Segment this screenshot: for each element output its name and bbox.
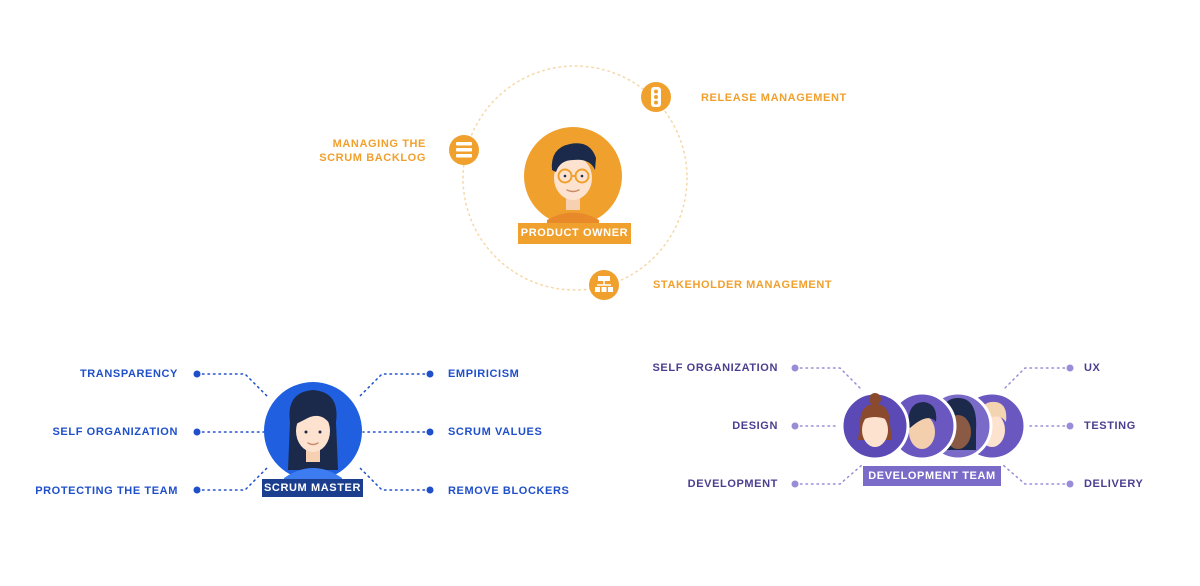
dt-item-left-3: DEVELOPMENT xyxy=(687,478,778,490)
development-team-connectors xyxy=(794,367,1071,485)
sm-item-left-3: PROTECTING THE TEAM xyxy=(35,485,178,497)
product-owner-badge: PRODUCT OWNER xyxy=(520,227,629,239)
dt-item-left-2: DESIGN xyxy=(732,420,778,432)
scrum-master-badge: SCRUM MASTER xyxy=(263,482,362,494)
development-team-badge: DEVELOPMENT TEAM xyxy=(868,470,996,482)
development-team-avatars xyxy=(840,391,1027,461)
sm-item-left-1: TRANSPARENCY xyxy=(79,368,178,380)
po-item-release: RELEASE MANAGEMENT xyxy=(701,92,847,104)
dt-item-right-1: UX xyxy=(1084,362,1101,374)
dt-item-right-2: TESTING xyxy=(1084,420,1136,432)
backlog-list-icon xyxy=(449,135,479,165)
sm-item-right-1: EMPIRICISM xyxy=(448,368,520,380)
scrum-master-connectors xyxy=(196,373,431,491)
product-owner-orbit xyxy=(462,65,688,291)
scrum-master-dots xyxy=(193,370,434,494)
development-team-badge-bg xyxy=(863,466,1001,486)
po-item-stakeholder: STAKEHOLDER MANAGEMENT xyxy=(653,279,833,291)
product-owner-badge-bg xyxy=(518,223,631,244)
development-team-dots xyxy=(791,364,1074,488)
dt-item-left-1: SELF ORGANIZATION xyxy=(652,362,778,374)
dt-item-right-3: DELIVERY xyxy=(1084,478,1144,490)
po-item-backlog-line1: MANAGING THE xyxy=(332,138,426,150)
traffic-light-icon xyxy=(641,82,671,112)
org-chart-icon xyxy=(589,270,619,300)
po-item-backlog-line2: SCRUM BACKLOG xyxy=(319,152,426,164)
sm-item-right-2: SCRUM VALUES xyxy=(448,426,543,438)
scrum-master-badge-bg xyxy=(262,479,363,497)
scrum-master-avatar xyxy=(264,382,362,480)
product-owner-avatar xyxy=(524,127,622,225)
sm-item-right-3: REMOVE BLOCKERS xyxy=(448,485,570,497)
sm-item-left-2: SELF ORGANIZATION xyxy=(52,426,178,438)
